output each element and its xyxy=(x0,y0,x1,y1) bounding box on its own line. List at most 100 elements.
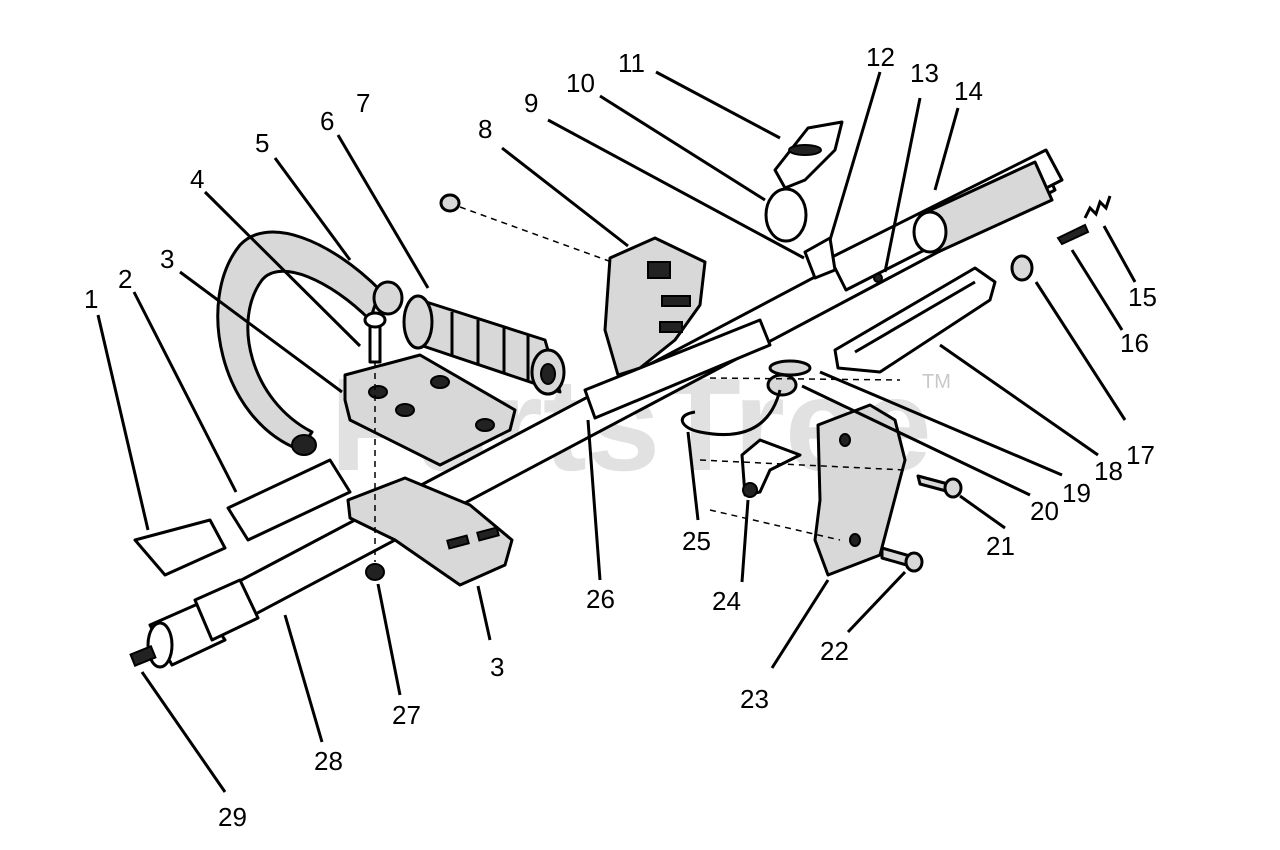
side-plate-hole-1 xyxy=(839,433,851,447)
part-15-spring xyxy=(1083,195,1112,219)
drawing xyxy=(129,120,1112,669)
rail-groove xyxy=(854,280,976,354)
callout-9: 9 xyxy=(524,88,538,118)
loop-handle-end xyxy=(291,434,317,456)
callout-13: 13 xyxy=(910,58,939,88)
leader-25 xyxy=(686,431,700,521)
throttle-housing-detail-3 xyxy=(659,321,683,333)
callout-5: 5 xyxy=(255,128,269,158)
callout-12: 12 xyxy=(866,42,895,72)
leader-24 xyxy=(740,499,750,583)
side-plate-hole-2 xyxy=(849,533,861,547)
part-21-screw-head xyxy=(943,477,963,499)
leader-18 xyxy=(939,343,1099,457)
part-22-screw-head xyxy=(904,551,924,573)
callout-24: 24 xyxy=(712,586,741,616)
leader-11 xyxy=(655,70,781,140)
callout-17: 17 xyxy=(1126,440,1155,470)
leader-lines xyxy=(96,70,1137,793)
leader-27 xyxy=(376,583,402,696)
callout-14: 14 xyxy=(954,76,983,106)
leader-4 xyxy=(203,190,362,348)
callout-2: 2 xyxy=(118,264,132,294)
callout-1: 1 xyxy=(84,284,98,314)
callout-3-top: 3 xyxy=(160,244,174,274)
leader-20 xyxy=(801,384,1031,497)
part-13-pin xyxy=(873,273,883,283)
callout-19: 19 xyxy=(1062,478,1091,508)
callout-6: 6 xyxy=(320,106,334,136)
leader-23 xyxy=(770,579,830,669)
clamp-hole-3 xyxy=(475,418,495,432)
lower-clamp-slot-1 xyxy=(446,534,470,550)
leader-1 xyxy=(96,314,150,531)
part-12-cable-clip xyxy=(803,236,837,280)
leader-29 xyxy=(140,671,227,793)
leader-2 xyxy=(132,291,238,493)
callout-7: 7 xyxy=(356,88,370,118)
callout-10: 10 xyxy=(566,68,595,98)
dash-line-b xyxy=(709,509,841,541)
leader-16 xyxy=(1070,249,1124,331)
part-3-lower-clamp xyxy=(346,476,514,587)
part-11-clip-hole xyxy=(788,144,822,156)
part-26-sleeve xyxy=(583,318,772,420)
part-16-screw xyxy=(1056,223,1090,246)
callout-16: 16 xyxy=(1120,328,1149,358)
part-17-washer xyxy=(1010,254,1034,282)
leader-26 xyxy=(586,419,602,581)
part-23-side-plate xyxy=(813,403,907,577)
dash-line-c xyxy=(709,377,901,381)
part-19-part xyxy=(768,359,812,377)
part-7-nut xyxy=(439,193,461,213)
leader-15 xyxy=(1102,225,1137,283)
part-14-tube-end xyxy=(912,210,948,254)
callout-29: 29 xyxy=(218,802,247,832)
leader-6 xyxy=(336,134,430,289)
callout-18: 18 xyxy=(1094,456,1123,486)
leader-28 xyxy=(283,614,324,743)
leader-13 xyxy=(883,97,922,273)
callout-22: 22 xyxy=(820,636,849,666)
callout-15: 15 xyxy=(1128,282,1157,312)
callout-labels: 1 2 3 3 4 5 6 7 8 9 10 11 12 13 14 15 16… xyxy=(84,42,1157,832)
part-29-coupling-face xyxy=(146,621,174,669)
part-28-tube-end xyxy=(193,578,260,642)
callout-25: 25 xyxy=(682,526,711,556)
callout-20: 20 xyxy=(1030,496,1059,526)
callout-26: 26 xyxy=(586,584,615,614)
part-6-grip-flange xyxy=(402,294,434,350)
callout-4: 4 xyxy=(190,164,204,194)
part-10-clip-ring xyxy=(764,187,808,243)
leader-14 xyxy=(933,107,960,191)
callout-23: 23 xyxy=(740,684,769,714)
part-4-bolt-head xyxy=(363,311,387,329)
watermark-trademark: TM xyxy=(922,371,951,393)
callout-11: 11 xyxy=(618,48,645,78)
part-3-upper-clamp xyxy=(343,353,517,467)
leader-22 xyxy=(846,570,907,634)
lower-clamp-slot-2 xyxy=(476,526,500,542)
callout-8: 8 xyxy=(478,114,492,144)
leader-3-bottom xyxy=(476,585,492,641)
leader-5 xyxy=(273,157,352,261)
part-29-stub-shaft xyxy=(129,645,157,667)
part-24-pivot xyxy=(742,482,758,498)
leader-8 xyxy=(501,146,629,248)
callout-3-bottom: 3 xyxy=(490,652,504,682)
callout-28: 28 xyxy=(314,746,343,776)
part-20-grommet xyxy=(766,373,798,397)
dash-line-7 xyxy=(459,206,621,266)
part-27-nut xyxy=(365,563,385,581)
part-6-grip-bore xyxy=(540,363,556,385)
part-2-shaft-section xyxy=(226,458,352,542)
leader-21 xyxy=(959,494,1006,530)
part-8-throttle-housing xyxy=(603,236,707,377)
throttle-housing-detail-1 xyxy=(647,261,671,279)
leader-19 xyxy=(819,370,1063,477)
leader-12 xyxy=(828,71,882,241)
part-25-cable xyxy=(681,389,782,437)
loop-handle-top-end xyxy=(372,280,404,316)
dash-line-a xyxy=(699,459,906,471)
